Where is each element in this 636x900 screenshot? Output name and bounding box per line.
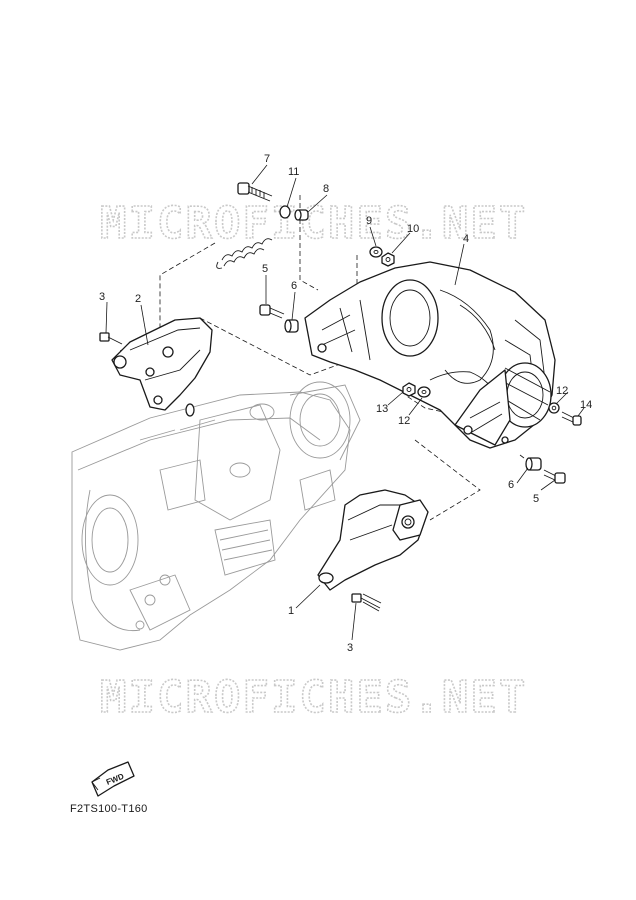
part-5-bolt-upper [259, 304, 285, 319]
callout-5-upper: 5 [262, 263, 268, 275]
callout-13: 13 [376, 403, 388, 415]
callout-11: 11 [288, 166, 299, 178]
part-11-sleeve [279, 205, 291, 219]
callout-6-upper: 6 [291, 280, 297, 292]
part-9-washer [369, 246, 383, 258]
callout-6-lower: 6 [508, 479, 514, 491]
part-12-washer-left [417, 386, 431, 398]
watermark-top: MICROFICHES.NET [100, 198, 527, 249]
part-6-collar-upper [284, 319, 299, 333]
fwd-arrow-icon: FWD [91, 761, 135, 797]
part-12-washer-right [548, 402, 560, 414]
callout-2: 2 [135, 293, 141, 305]
callout-14: 14 [580, 399, 592, 411]
callout-4: 4 [463, 233, 469, 245]
spring [216, 238, 273, 269]
callout-1: 1 [288, 605, 294, 617]
part-13-nut [402, 382, 416, 397]
callout-5-lower: 5 [533, 493, 539, 505]
part-6-collar-lower [525, 457, 542, 471]
callout-3-lower: 3 [347, 642, 353, 654]
callout-7: 7 [264, 153, 270, 165]
diagram-code: F2TS100-T160 [70, 803, 148, 815]
callout-3-upper: 3 [99, 291, 105, 303]
part-5-bolt-lower [543, 469, 566, 484]
callout-9: 9 [366, 215, 372, 227]
part-7-bolt [237, 182, 273, 202]
callout-12-right: 12 [556, 385, 568, 397]
part-10-nut [381, 252, 395, 267]
part-1-bracket [317, 489, 429, 591]
leader-lines [105, 164, 585, 641]
callout-8: 8 [323, 183, 329, 195]
part-3-bolt-lower [351, 593, 382, 612]
part-3-bolt-upper [99, 332, 123, 345]
callout-10: 10 [407, 223, 419, 235]
watermark-bottom: MICROFICHES.NET [100, 672, 527, 723]
engine-housing-drawing [71, 381, 361, 651]
callout-12-left: 12 [398, 415, 410, 427]
part-8-collar [294, 209, 309, 221]
part-4-nozzle-duct [304, 261, 556, 449]
part-2-bracket [111, 317, 213, 417]
part-14-bolt [561, 411, 582, 426]
